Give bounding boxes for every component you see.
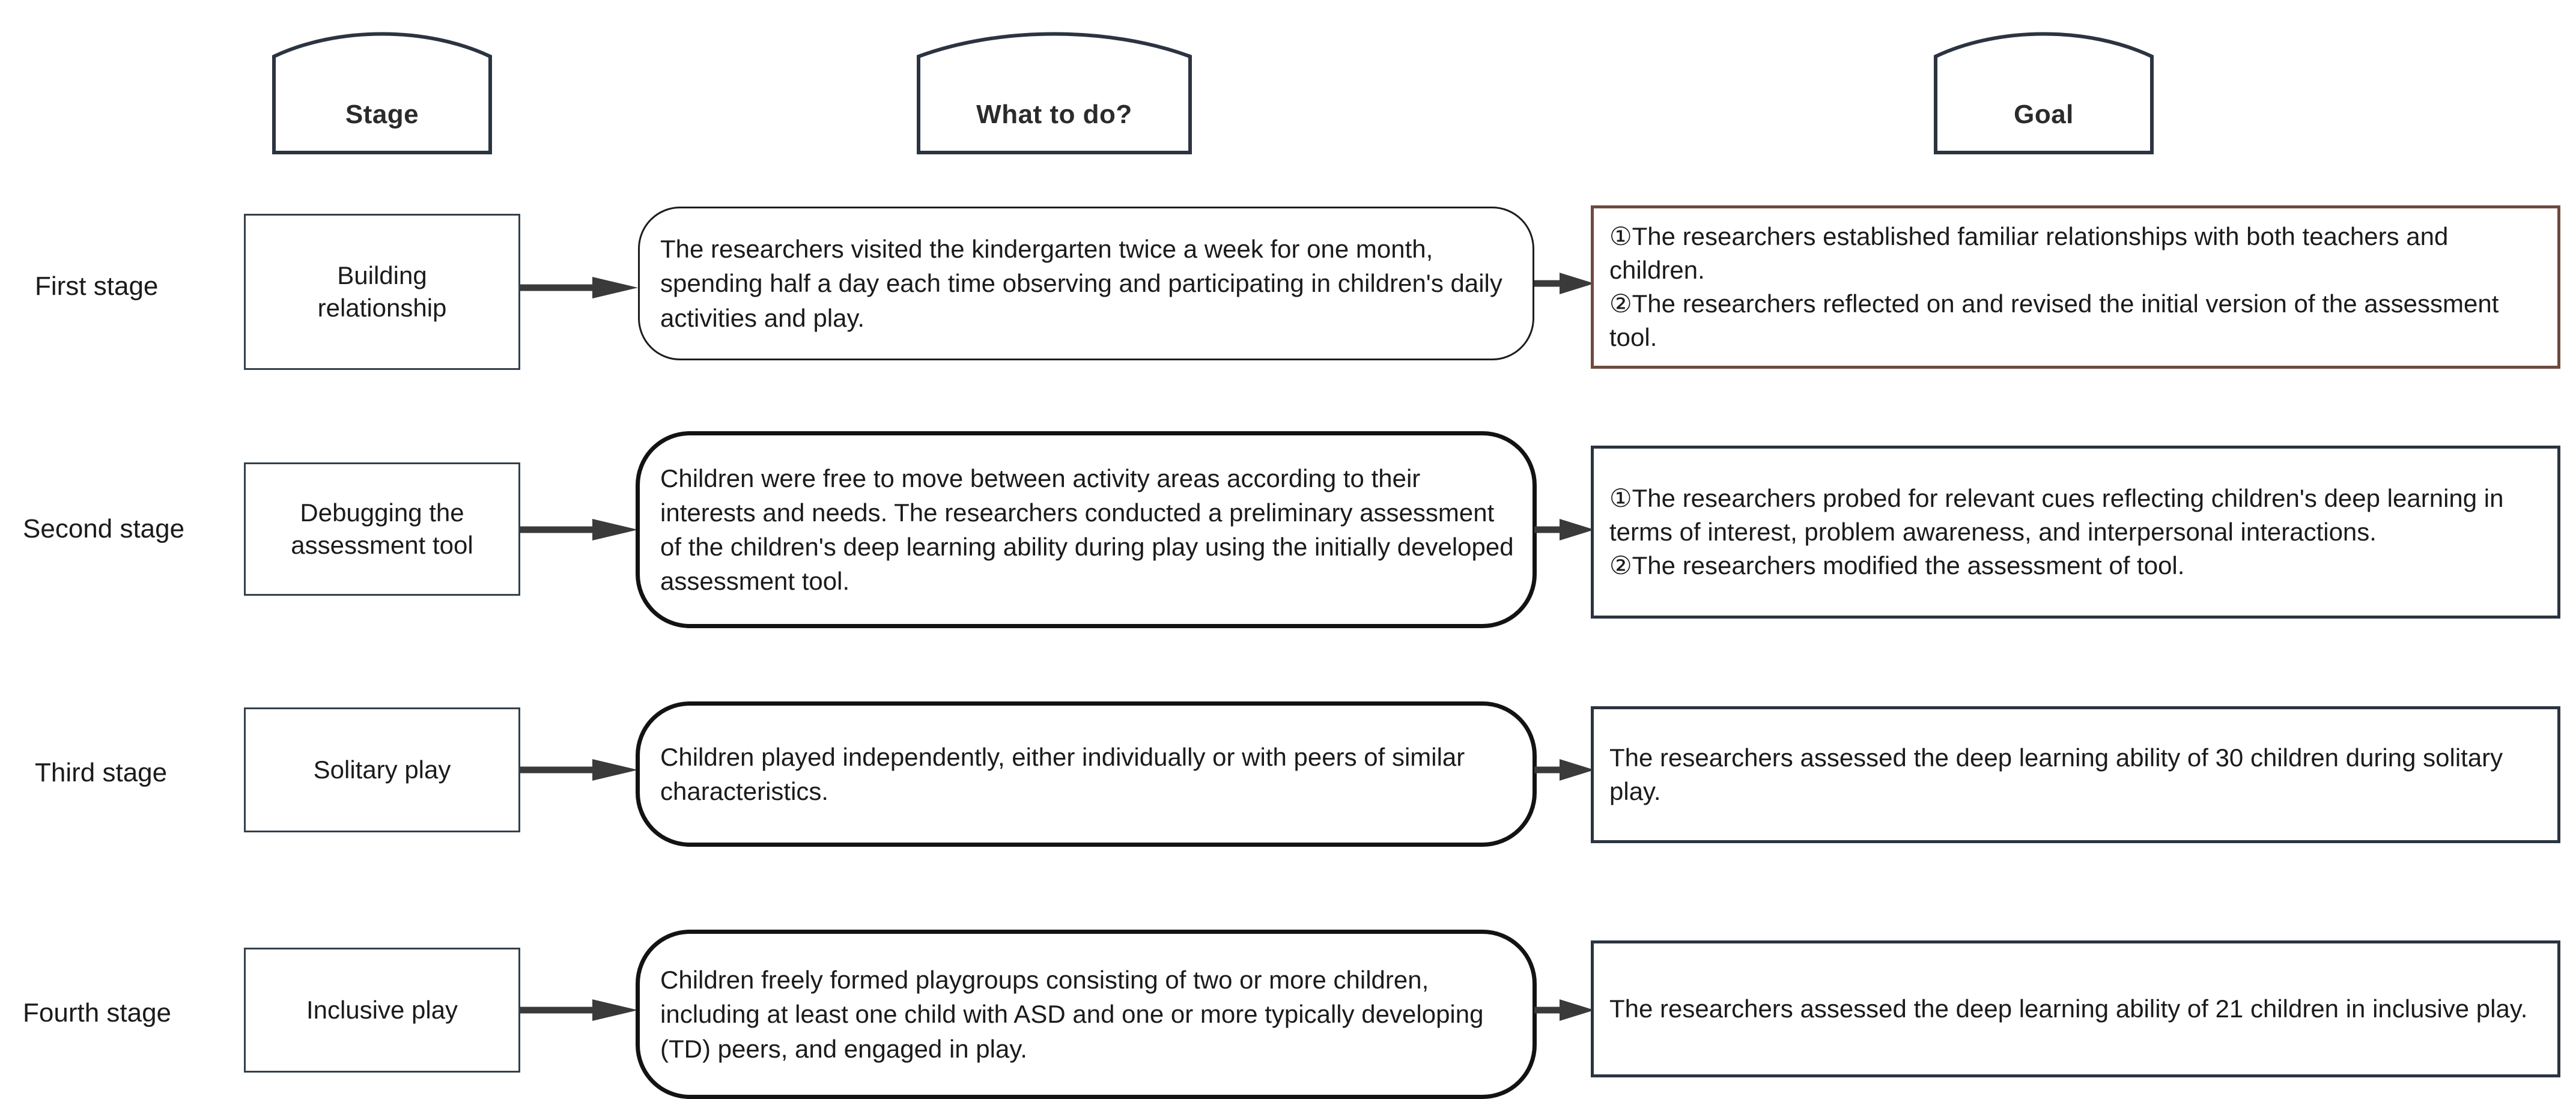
banner-shape-what-to-do: [917, 32, 1192, 154]
banner-shape-goal: [1934, 32, 2154, 154]
stage-box-fourth[interactable]: Inclusive play: [244, 948, 520, 1073]
column-header-what-to-do: What to do?: [916, 23, 1192, 155]
what-to-do-box-third[interactable]: Children played independently, either in…: [636, 701, 1537, 847]
what-to-do-box-second[interactable]: Children were free to move between activ…: [636, 431, 1537, 628]
stage-box-first-text: Building relationship: [317, 261, 447, 322]
goal-box-first[interactable]: ①The researchers established familiar re…: [1591, 205, 2560, 369]
goal-text-second: ①The researchers probed for relevant cue…: [1609, 484, 2504, 580]
column-header-stage-label: Stage: [345, 100, 419, 129]
stage-box-third[interactable]: Solitary play: [244, 707, 520, 832]
column-header-goal-label: Goal: [2014, 100, 2074, 129]
arrow-todo-to-goal-fourth: [1534, 998, 1594, 1022]
arrow-stage-to-todo-second: [520, 518, 638, 542]
arrow-todo-to-goal-second: [1534, 518, 1594, 542]
stage-label-third: Third stage: [35, 758, 168, 787]
arrow-stage-to-todo-first: [520, 276, 638, 300]
stage-box-fourth-text: Inclusive play: [306, 996, 458, 1025]
column-header-what-to-do-label: What to do?: [976, 100, 1132, 129]
what-to-do-text-fourth: Children freely formed playgroups consis…: [660, 966, 1484, 1063]
stage-box-second[interactable]: Debugging the assessment tool: [244, 462, 520, 596]
column-header-stage: Stage: [272, 23, 493, 155]
arrow-todo-to-goal-third: [1534, 758, 1594, 782]
what-to-do-text-second: Children were free to move between activ…: [660, 464, 1514, 596]
what-to-do-box-fourth[interactable]: Children freely formed playgroups consis…: [636, 930, 1537, 1099]
goal-box-third[interactable]: The researchers assessed the deep learni…: [1591, 706, 2560, 843]
goal-box-second[interactable]: ①The researchers probed for relevant cue…: [1591, 446, 2560, 619]
stage-box-first[interactable]: Building relationship: [244, 214, 520, 370]
stage-label-second: Second stage: [23, 514, 185, 543]
stage-box-second-text: Debugging the assessment tool: [291, 498, 473, 559]
what-to-do-text-first: The researchers visited the kindergarten…: [660, 235, 1502, 332]
arrow-stage-to-todo-fourth: [520, 998, 638, 1022]
goal-text-first: ①The researchers established familiar re…: [1609, 222, 2499, 351]
arrow-todo-to-goal-first: [1534, 271, 1594, 295]
stage-box-third-text: Solitary play: [313, 755, 451, 784]
stage-label-first: First stage: [35, 271, 159, 301]
arrow-stage-to-todo-third: [520, 758, 638, 782]
goal-text-third: The researchers assessed the deep learni…: [1609, 743, 2503, 805]
banner-shape-stage: [272, 32, 492, 154]
what-to-do-text-third: Children played independently, either in…: [660, 742, 1465, 805]
what-to-do-box-first[interactable]: The researchers visited the kindergarten…: [638, 207, 1534, 360]
goal-box-fourth[interactable]: The researchers assessed the deep learni…: [1591, 940, 2560, 1077]
stage-label-fourth: Fourth stage: [23, 998, 172, 1028]
column-header-goal: Goal: [1933, 23, 2154, 155]
goal-text-fourth: The researchers assessed the deep learni…: [1609, 995, 2528, 1023]
